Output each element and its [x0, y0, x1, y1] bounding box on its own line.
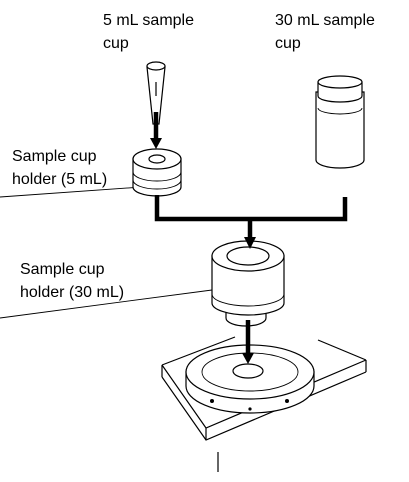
mount-screw-1: [210, 399, 214, 403]
label-5ml-cup-holder: Sample cup holder (5 mL): [12, 148, 107, 188]
label-30ml-sample-cup-line1: 30 mL sample: [275, 12, 375, 29]
label-30ml-cup-holder-line2: holder (30 mL): [20, 284, 124, 301]
sample-cup-5ml: [146, 61, 166, 125]
label-5ml-cup-holder-line2: holder (5 mL): [12, 171, 107, 188]
sample-cup-holder-30ml: [211, 240, 285, 327]
mount-screw-3: [248, 407, 252, 411]
sample-cup-mount-plate: [185, 344, 315, 414]
label-30ml-cup-holder-line1: Sample cup: [20, 261, 105, 278]
flow-connector-bracket: [154, 195, 348, 222]
label-5ml-sample-cup: 5 mL sample cup: [103, 12, 194, 52]
mount-screw-2: [285, 399, 289, 403]
sample-cup-holder-5ml: [132, 148, 182, 197]
label-30ml-cup-holder: Sample cup holder (30 mL): [20, 261, 124, 301]
sample-cup-30ml: [315, 75, 365, 169]
leader-line-30ml-holder: [0, 289, 213, 319]
label-5ml-cup-holder-line1: Sample cup: [12, 148, 97, 165]
assembly-flow-arrows: [150, 112, 348, 364]
label-5ml-sample-cup-line2: cup: [103, 35, 129, 52]
flow-arrowhead-5ml-cup: [150, 138, 162, 149]
flow-arrowhead-to-mount: [242, 353, 254, 364]
leader-line-5ml-holder: [0, 186, 143, 198]
flow-arrowhead-to-30ml-holder: [244, 237, 256, 249]
label-5ml-sample-cup-line1: 5 mL sample: [103, 12, 194, 29]
label-30ml-sample-cup-line2: cup: [275, 35, 301, 52]
label-30ml-sample-cup: 30 mL sample cup: [275, 12, 375, 52]
